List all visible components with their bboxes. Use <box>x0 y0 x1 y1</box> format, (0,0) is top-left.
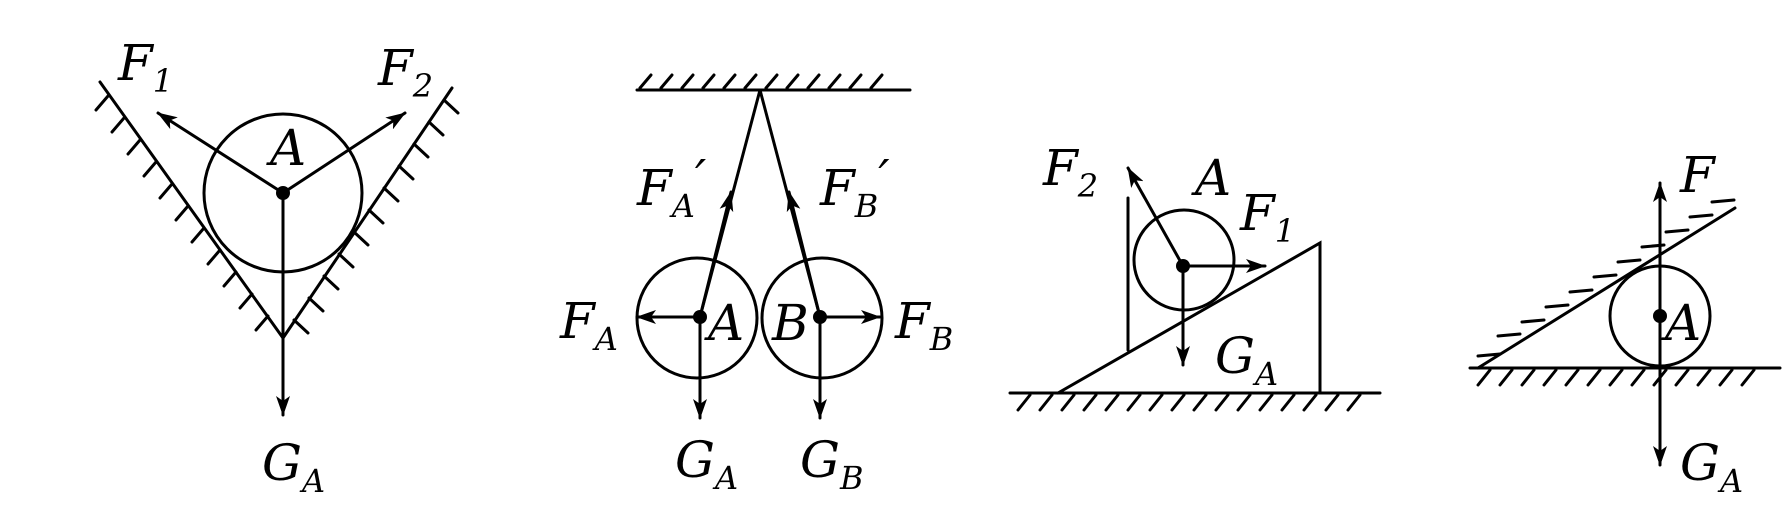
force-f2-arrow <box>1126 166 1185 268</box>
ball-b <box>760 256 884 380</box>
label-ga: GA <box>262 434 325 500</box>
force-f1-arrow <box>156 111 285 195</box>
ceiling-hatching <box>638 73 884 90</box>
inclined-plane <box>1476 206 1737 370</box>
force-fa-prime-arrow <box>698 190 734 319</box>
force-f2-arrow <box>281 111 407 195</box>
label-ga: GA <box>1680 434 1743 500</box>
left-wall-hatching <box>94 94 270 332</box>
label-f1: F1 <box>117 34 173 100</box>
label-ga: GA <box>1215 327 1278 393</box>
diagram-1-v-groove: F1 F2 A GA <box>94 34 460 500</box>
diagram-2-hanging-balls: FA′ FB′ FA FB A B GA GB <box>559 73 953 497</box>
label-fa-prime: FA′ <box>636 149 707 225</box>
ground-hatching <box>1016 393 1362 412</box>
label-a: A <box>266 119 306 177</box>
label-f1: F1 <box>1239 184 1295 250</box>
diagram-3-incline-wall: F2 A F1 GA <box>1008 139 1382 412</box>
label-ga: GA <box>675 431 738 497</box>
label-b: B <box>771 294 809 352</box>
label-a: A <box>1191 149 1231 207</box>
right-wall <box>281 86 454 340</box>
label-fa: FA <box>559 292 618 358</box>
diagram-4-under-incline: F A GA <box>1468 146 1782 500</box>
label-fb-prime: FB′ <box>819 149 890 225</box>
label-gb: GB <box>800 431 863 497</box>
right-wall-hatching <box>292 98 460 335</box>
label-f2: F2 <box>1042 139 1098 205</box>
label-fb: FB <box>894 292 953 358</box>
incline-wedge <box>1056 240 1322 395</box>
label-f2: F2 <box>377 39 433 105</box>
label-f: F <box>1679 146 1717 204</box>
ground-hatching <box>1476 368 1756 387</box>
label-a: A <box>704 294 744 352</box>
force-fb-prime-arrow <box>786 190 822 319</box>
label-a: A <box>1661 294 1701 352</box>
